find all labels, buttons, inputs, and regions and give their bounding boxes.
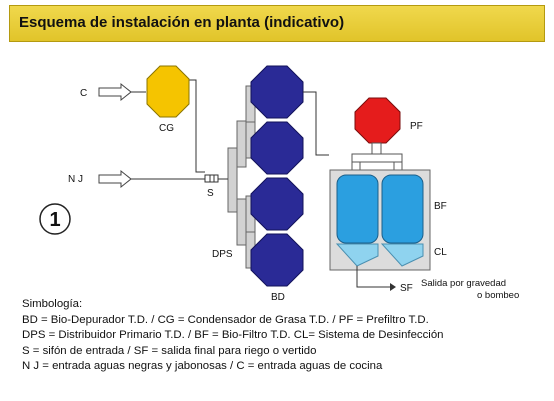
bf-bio-filter: [336, 174, 424, 244]
bf-label: BF: [434, 201, 447, 212]
legend-line: BD = Bio-Depurador T.D. / CG = Condensad…: [22, 313, 429, 326]
siphon-s: [204, 174, 219, 183]
cg-label: CG: [159, 123, 174, 134]
pf-outlet-pipe: [351, 142, 403, 171]
legend-title: Simbología:: [22, 298, 83, 310]
legend-line: DPS = Distribuidor Primario T.D. / BF = …: [22, 329, 444, 341]
legend-line: N J = entrada aguas negras y jabonosas /…: [22, 360, 383, 372]
inlet-c-label: C: [80, 88, 87, 99]
header-bar: Esquema de instalación en planta (indica…: [9, 5, 545, 42]
bd-label: BD: [271, 292, 285, 300]
dps-label: DPS: [212, 249, 233, 260]
cg-grease-condenser: [146, 65, 190, 118]
diagram-number: 1: [49, 209, 60, 231]
page-title: Esquema de instalación en planta (indica…: [19, 14, 345, 31]
installation-diagram: C N J CG S DPS: [39, 65, 519, 300]
legend: Simbología: BD = Bio-Depurador T.D. / CG…: [22, 297, 444, 375]
inlet-nj-arrow: [98, 169, 132, 189]
sf-label: SF: [400, 283, 413, 294]
cl-disinfection: [335, 243, 424, 267]
diagram-number-circle: [39, 203, 71, 235]
dps-distributor: [227, 85, 256, 269]
bd-bio-depurators: [250, 65, 304, 287]
inlet-nj-label: N J: [68, 174, 83, 185]
pf-prefilter: [354, 97, 401, 144]
siphon-label: S: [207, 188, 214, 199]
pf-label: PF: [410, 121, 423, 132]
inlet-c-arrow: [98, 82, 132, 102]
legend-line: S = sifón de entrada / SF = salida final…: [22, 344, 317, 357]
outlet-note-line2: o bombeo: [477, 290, 519, 300]
cl-label: CL: [434, 247, 447, 258]
outlet-note-line1: Salida por gravedad: [421, 278, 506, 289]
